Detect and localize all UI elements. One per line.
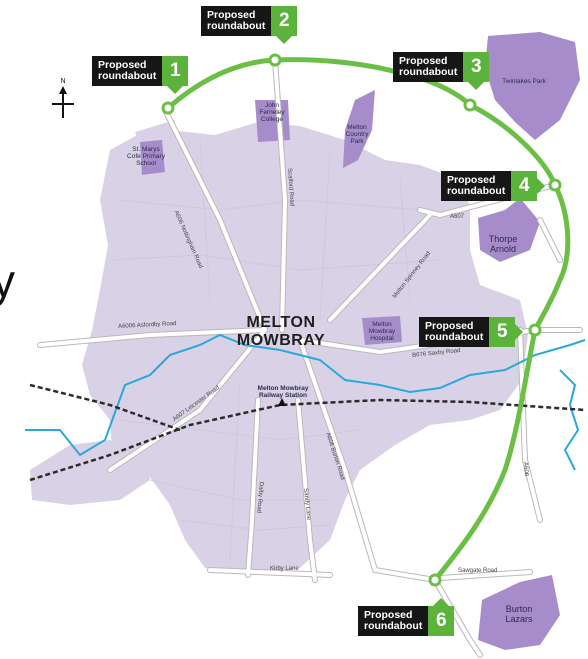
hospital-shape [362, 316, 402, 345]
callout-4-line2: roundabout [447, 185, 506, 197]
town-name-line2: MOWBRAY [236, 332, 326, 349]
callout-1-line2: roundabout [98, 70, 157, 82]
twinlakes-label: Twinlakes Park [502, 78, 546, 85]
callout-roundabout-4: Proposed roundabout 4 [441, 171, 546, 201]
river-eye [25, 333, 586, 471]
callout-5-line1: Proposed [425, 320, 474, 332]
callout-5-number: 5 [489, 317, 524, 347]
roundabout-3 [463, 98, 477, 112]
callout-roundabout-3: Proposed roundabout 3 [393, 52, 490, 90]
callout-6-number: 6 [428, 598, 455, 636]
north-arrow-icon [52, 86, 74, 118]
callout-3-line2: roundabout [399, 66, 458, 78]
roundabouts [161, 53, 562, 587]
road-label-a606: A606 [522, 462, 529, 477]
callout-3-line1: Proposed [399, 55, 448, 67]
road-label-sawgate: Sawgate Road [458, 568, 498, 574]
main-roads [37, 57, 583, 658]
callout-3-number: 3 [463, 52, 490, 90]
roundabout-2 [268, 53, 282, 67]
roundabout-4 [548, 178, 562, 192]
callout-roundabout-5: Proposed roundabout 5 [419, 317, 524, 347]
roundabout-5 [528, 323, 542, 337]
callout-2-number: 2 [271, 6, 298, 44]
town-name-line1: MELTON [246, 314, 316, 331]
callout-4-line1: Proposed [447, 174, 496, 186]
burton-lazars-label: Burton Lazars [505, 604, 533, 624]
callout-5-line2: roundabout [425, 331, 484, 343]
callout-1-line1: Proposed [98, 59, 147, 71]
callout-2-line1: Proposed [207, 9, 256, 21]
burton-lazars-shape [478, 575, 560, 650]
callout-6-line2: roundabout [364, 620, 423, 632]
roundabout-6 [428, 573, 442, 587]
edge-glyph: y [0, 255, 15, 307]
station-marker-icon [278, 398, 286, 406]
melton-country-park-shape [343, 90, 375, 168]
thorpe-arnold-label: Thorpe Arnold [488, 234, 518, 254]
station-label: Melton Mowbray Railway Station [257, 385, 309, 399]
road-label-a607: A607 [450, 214, 465, 220]
st-marys-school-shape [140, 140, 165, 175]
john-ferneley-label: John Ferneley College [259, 102, 285, 123]
road-label-kirby: Kirby Lane [270, 566, 299, 572]
north-label: N [60, 78, 65, 85]
callout-roundabout-1: Proposed roundabout 1 [92, 56, 189, 94]
callout-1-number: 1 [162, 56, 189, 94]
callout-2-line2: roundabout [207, 20, 266, 32]
melton-country-park-label: Melton Country Park [345, 124, 369, 145]
st-marys-label: St. Marys Cofe Primary School [127, 146, 165, 167]
callout-6-line1: Proposed [364, 609, 413, 621]
urban-area-west [30, 440, 150, 505]
thorpe-arnold-shape [478, 198, 540, 262]
callout-roundabout-6: Proposed roundabout 6 [358, 598, 455, 636]
railway-line [29, 383, 586, 482]
hospital-label: Melton Mowbray Hospital [368, 321, 396, 342]
callout-roundabout-2: Proposed roundabout 2 [201, 6, 298, 44]
roundabout-1 [161, 101, 175, 115]
twinlakes-park-shape [485, 32, 580, 140]
town-name: MELTON MOWBRAY [226, 314, 336, 350]
callout-4-number: 4 [511, 171, 546, 201]
